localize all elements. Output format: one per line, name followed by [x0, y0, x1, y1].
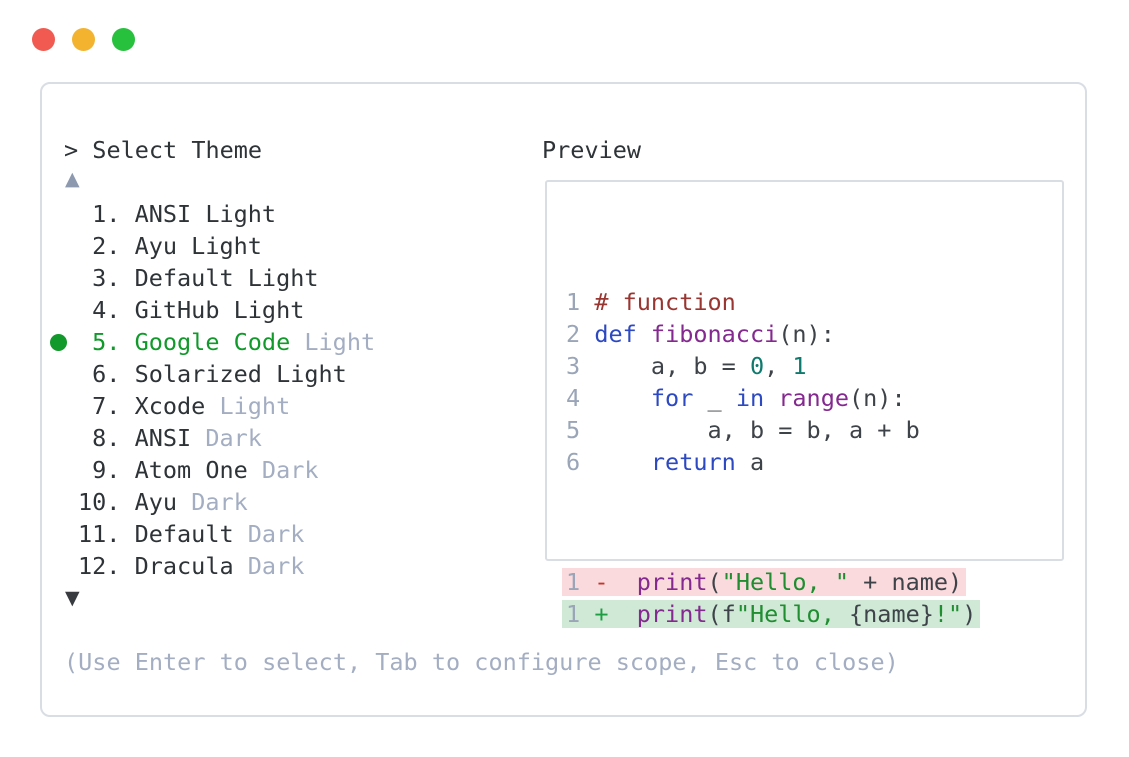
theme-item-label: 7. Xcode — [78, 392, 206, 420]
code-line: 5 a, b = b, a + b — [566, 416, 920, 444]
theme-list-item[interactable]: 2. Ayu Light — [64, 230, 504, 262]
code-line: 1 # function — [566, 288, 736, 316]
theme-item-label: 6. Solarized Light — [78, 360, 347, 388]
scroll-up-icon[interactable]: ▲ — [65, 168, 80, 190]
theme-list-item[interactable]: 4. GitHub Light — [64, 294, 504, 326]
close-button[interactable] — [32, 28, 55, 51]
panel-title: > Select Theme — [64, 136, 263, 164]
diff-line-added: 1 + print(f"Hello, {name}!") — [562, 598, 981, 630]
theme-item-label: 2. Ayu Light — [78, 232, 262, 260]
theme-list-item[interactable]: 1. ANSI Light — [64, 198, 504, 230]
theme-item-variant: Dark — [177, 488, 248, 516]
theme-list-item[interactable]: 12. Dracula Dark — [64, 550, 504, 582]
line-number: 4 — [566, 384, 581, 412]
line-number: 1 — [566, 288, 581, 316]
selected-bullet-icon — [50, 334, 67, 351]
theme-item-variant: Dark — [233, 520, 305, 548]
theme-item-variant: Dark — [247, 456, 319, 484]
theme-item-variant: Light — [205, 392, 291, 420]
theme-item-label: 8. ANSI — [78, 424, 192, 452]
code-line: 6 return a — [566, 448, 765, 476]
code-block: 1 # function 2 def fibonacci(n): 3 a, b = … — [562, 230, 981, 686]
theme-list-item[interactable]: 3. Default Light — [64, 262, 504, 294]
theme-list-item[interactable]: 5. Google Code Light — [50, 326, 504, 358]
footer-hint: (Use Enter to select, Tab to configure s… — [64, 648, 899, 676]
theme-item-variant: Dark — [233, 552, 305, 580]
theme-list-item[interactable]: 7. Xcode Light — [64, 390, 504, 422]
theme-item-variant: Dark — [191, 424, 262, 452]
theme-item-label: 11. Default — [78, 520, 234, 548]
theme-item-label: 12. Dracula — [78, 552, 234, 580]
preview-title: Preview — [542, 136, 642, 164]
theme-list-item[interactable]: 6. Solarized Light — [64, 358, 504, 390]
preview-box: 1 # function 2 def fibonacci(n): 3 a, b = … — [545, 180, 1064, 628]
theme-picker-window: > Select Theme ▲ 1. ANSI Light 2. Ayu Li… — [40, 82, 1087, 717]
theme-list-item[interactable]: 11. Default Dark — [64, 518, 504, 550]
minimize-button[interactable] — [72, 28, 95, 51]
theme-item-variant: Light — [290, 328, 376, 356]
line-number: 1 — [566, 600, 581, 628]
traffic-lights — [32, 28, 135, 51]
theme-item-label: 1. ANSI Light — [78, 200, 277, 228]
scroll-down-icon[interactable]: ▼ — [65, 587, 80, 609]
line-number: 5 — [566, 416, 581, 444]
code-line: 4 for _ in range(n): — [566, 384, 906, 412]
theme-item-label: 3. Default Light — [78, 264, 319, 292]
line-number: 3 — [566, 352, 581, 380]
line-number: 2 — [566, 320, 581, 348]
theme-item-label: 10. Ayu — [78, 488, 178, 516]
theme-item-label: 5. Google Code — [78, 328, 291, 356]
theme-list-item[interactable]: 9. Atom One Dark — [64, 454, 504, 486]
line-number: 1 — [566, 568, 581, 596]
code-lines: 1 # function 2 def fibonacci(n): 3 a, b = … — [566, 286, 980, 478]
theme-item-label: 9. Atom One — [78, 456, 248, 484]
theme-list-item[interactable]: 10. Ayu Dark — [64, 486, 504, 518]
code-line: 3 a, b = 0, 1 — [566, 352, 807, 380]
theme-item-label: 4. GitHub Light — [78, 296, 305, 324]
line-number: 6 — [566, 448, 581, 476]
theme-list: 1. ANSI Light 2. Ayu Light 3. Default Li… — [50, 198, 504, 582]
code-line: 2 def fibonacci(n): — [566, 320, 835, 348]
zoom-button[interactable] — [112, 28, 135, 51]
theme-list-item[interactable]: 8. ANSI Dark — [64, 422, 504, 454]
diff-block: 1 - print("Hello, " + name)1 + print(f"H… — [562, 566, 981, 630]
diff-line-removed: 1 - print("Hello, " + name) — [562, 566, 980, 598]
